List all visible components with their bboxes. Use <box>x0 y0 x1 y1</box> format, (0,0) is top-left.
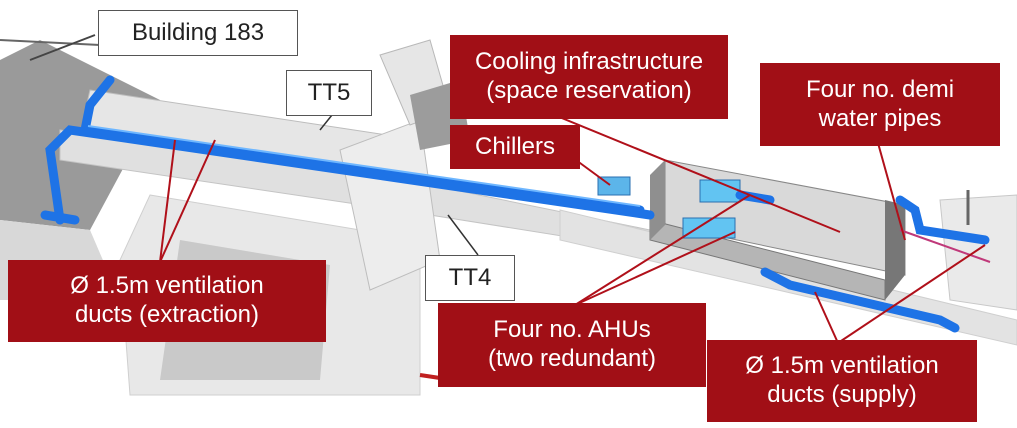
supply-ducts-label: Ø 1.5m ventilation ducts (supply) <box>707 340 977 422</box>
extraction-duct-highlight <box>87 125 641 207</box>
leader-extraction-2 <box>159 139 216 263</box>
leader-demi <box>877 142 906 241</box>
leader-supply-1 <box>814 291 839 344</box>
supply-duct-right <box>895 195 990 245</box>
supply-duct-lower <box>760 267 960 333</box>
ahu-unit-bottom <box>682 217 736 239</box>
demi-water-pipes-label: Four no. demi water pipes <box>760 63 1000 146</box>
cooling-box-right <box>885 200 905 300</box>
extraction-duct-end <box>40 210 80 225</box>
leader-cooling <box>529 104 841 233</box>
demi-water-pipe <box>899 229 991 263</box>
tt4-label: TT4 <box>425 255 515 301</box>
cooling-infrastructure-label: Cooling infrastructure (space reservatio… <box>450 35 728 119</box>
leader-ahus-1 <box>574 194 751 306</box>
leader-tt5 <box>319 114 333 131</box>
leader-ahus-2 <box>574 231 736 306</box>
tt5-label: TT5 <box>286 70 372 116</box>
leader-supply-2 <box>837 244 986 344</box>
leader-tt4 <box>447 214 479 256</box>
tunnel-right-end <box>939 194 1017 311</box>
leader-extraction-1 <box>159 139 176 263</box>
extraction-ducts-label: Ø 1.5m ventilation ducts (extraction) <box>8 260 326 342</box>
extraction-duct-lower <box>45 125 655 225</box>
cooling-box-left <box>650 160 665 240</box>
roof-edge-line-2 <box>29 34 96 61</box>
red-floor-strip <box>419 373 441 380</box>
roof-edge-line <box>0 39 101 46</box>
ahus-label: Four no. AHUs (two redundant) <box>438 303 706 387</box>
building-183-label: Building 183 <box>98 10 298 56</box>
chillers-label: Chillers <box>450 125 580 169</box>
